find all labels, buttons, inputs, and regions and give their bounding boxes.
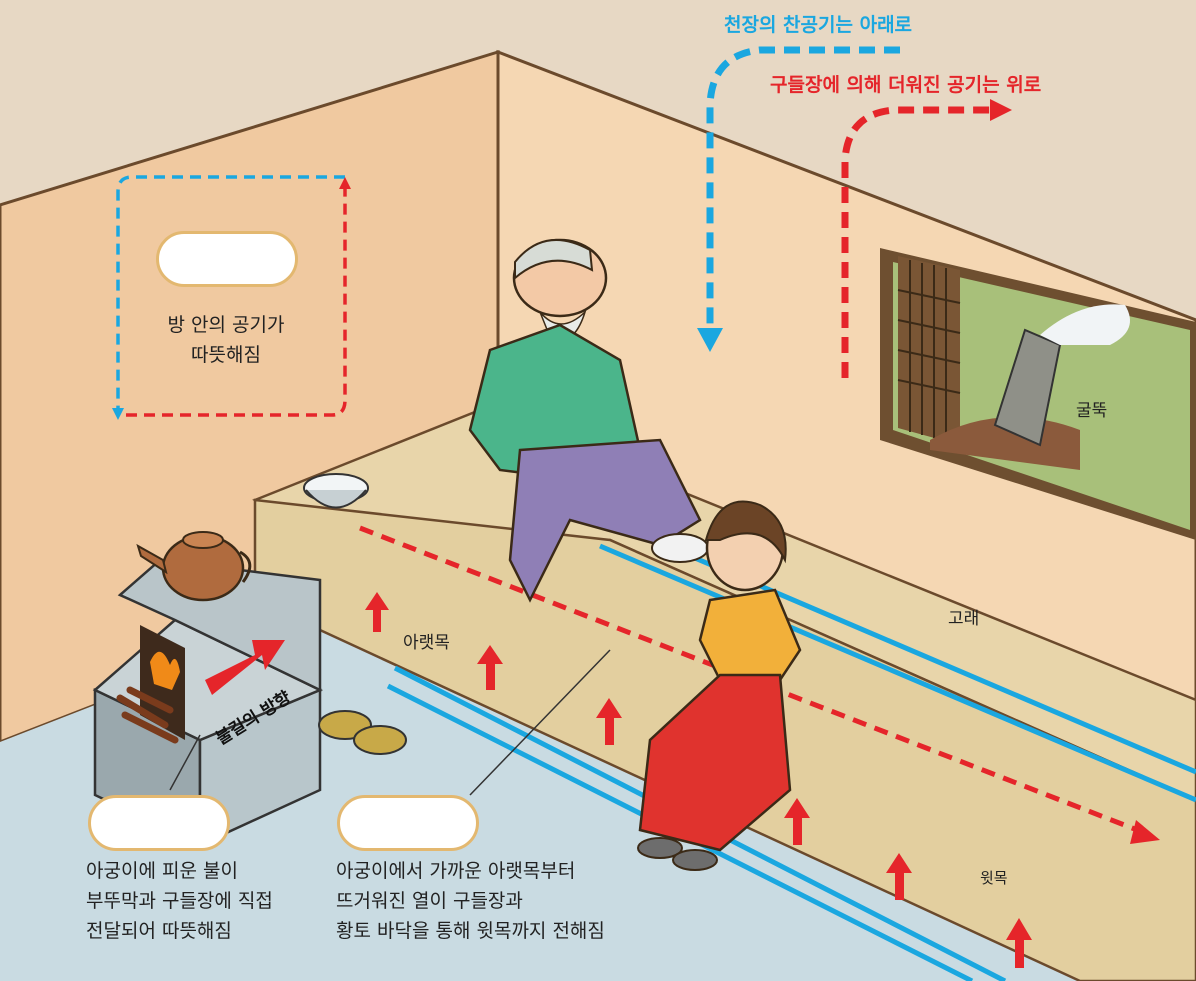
- heat-line2: 뜨거워진 열이 구들장과: [336, 886, 605, 916]
- gorae-label: 고래: [948, 604, 979, 634]
- heat-caption: 아궁이에서 가까운 아랫목부터 뜨거워진 열이 구들장과 황토 바닥을 통해 윗…: [336, 856, 605, 946]
- heat-line1: 아궁이에서 가까운 아랫목부터: [336, 856, 605, 886]
- answer-blank-agungi: [88, 795, 230, 851]
- warm-air-label: 구들장에 의해 더워진 공기는 위로: [770, 70, 1041, 97]
- araetmok-label: 아랫목: [403, 628, 450, 658]
- room-air-line1: 방 안의 공기가: [140, 310, 312, 340]
- heat-line3: 황토 바닥을 통해 윗목까지 전해짐: [336, 916, 605, 946]
- cold-air-label: 천장의 찬공기는 아래로: [724, 10, 912, 37]
- answer-blank-heat: [337, 795, 479, 851]
- answer-blank-room-air: [156, 231, 298, 287]
- witmok-label: 윗목: [980, 863, 1008, 893]
- agungi-line3: 전달되어 따뜻해짐: [86, 916, 273, 946]
- agungi-caption: 아궁이에 피운 불이 부뚜막과 구들장에 직접 전달되어 따뜻해짐: [86, 856, 273, 946]
- warm-air-arrowhead-icon: [990, 99, 1012, 121]
- agungi-line1: 아궁이에 피운 불이: [86, 856, 273, 886]
- agungi-line2: 부뚜막과 구들장에 직접: [86, 886, 273, 916]
- chimney-label: 굴뚝: [1076, 396, 1107, 426]
- room-air-caption: 방 안의 공기가 따뜻해짐: [140, 310, 312, 370]
- room-air-line2: 따뜻해짐: [140, 340, 312, 370]
